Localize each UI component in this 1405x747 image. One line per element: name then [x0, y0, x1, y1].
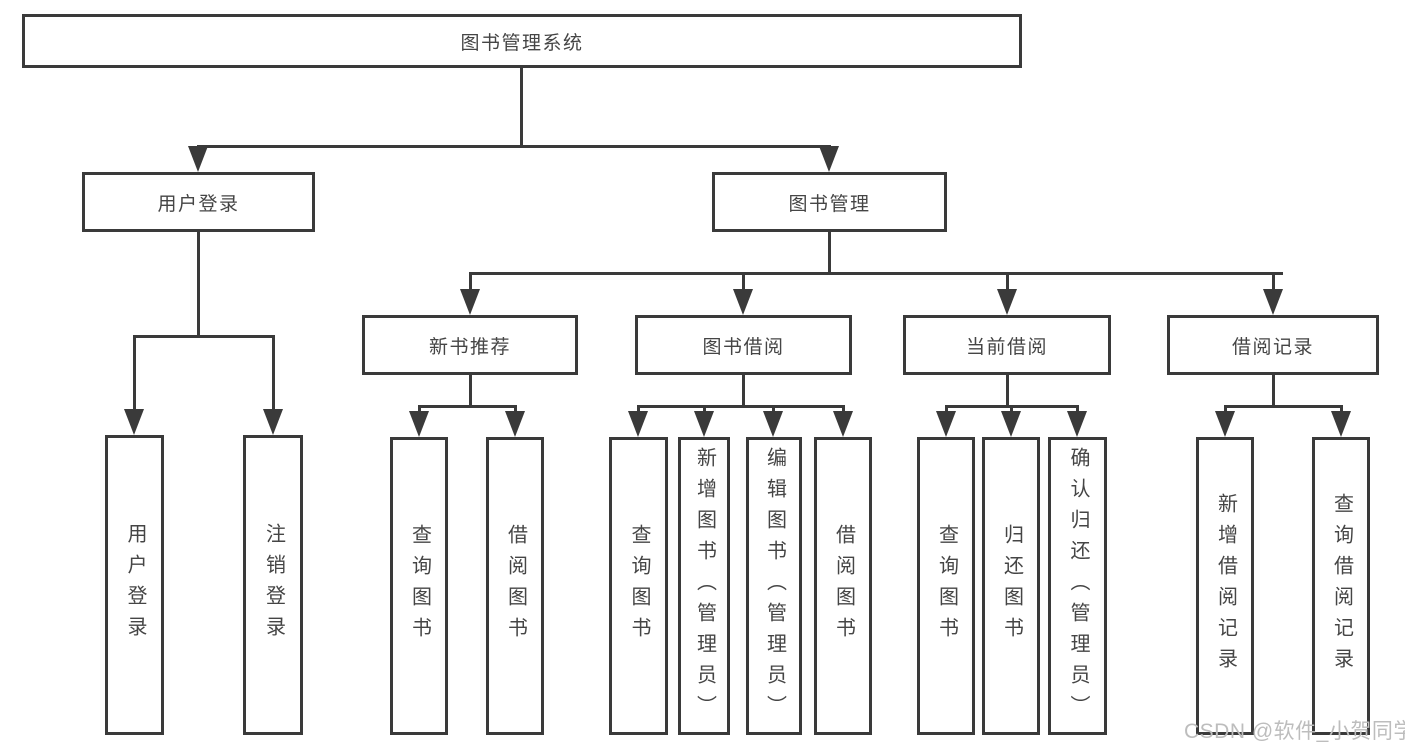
arrowhead-new-books	[460, 289, 480, 315]
arrowhead-user-login	[188, 146, 208, 172]
leaf-nb-borrow-books: 借阅图书	[486, 437, 544, 735]
connector-drop-borrow	[742, 272, 745, 290]
connector-level3-branch	[469, 272, 1283, 275]
connector-drop-leaf-login	[133, 335, 136, 411]
leaf-user-login: 用户登录	[105, 435, 164, 735]
node-new-book-recommend: 新书推荐	[362, 315, 578, 375]
leaf-logout-label: 注销登录	[262, 523, 285, 647]
arrowhead-records	[1263, 289, 1283, 315]
connector-drop-bw-add	[703, 405, 706, 413]
connector-book-mgmt-stem	[828, 232, 831, 272]
node-current-borrow-label: 当前借阅	[965, 336, 1048, 358]
connector-records-branch	[1224, 405, 1343, 408]
arrowhead-borrow	[733, 289, 753, 315]
leaf-bw-add-books-label: 新增图书（管理员）	[693, 446, 716, 726]
node-borrow-records: 借阅记录	[1167, 315, 1379, 375]
leaf-cu-return-books-label: 归还图书	[1000, 524, 1023, 648]
leaf-re-add-record-label: 新增借阅记录	[1214, 493, 1237, 679]
connector-borrow-branch	[637, 405, 845, 408]
leaf-nb-borrow-books-label: 借阅图书	[504, 524, 527, 648]
leaf-nb-query-books: 查询图书	[390, 437, 448, 735]
connector-records-stem	[1272, 375, 1275, 405]
connector-drop-records	[1272, 272, 1275, 290]
watermark: CSDN @软件_小贺同学	[1184, 720, 1405, 743]
leaf-logout: 注销登录	[243, 435, 303, 735]
node-current-borrow: 当前借阅	[903, 315, 1111, 375]
connector-drop-bw-borrow	[842, 405, 845, 413]
arrowhead-cu-confirm	[1067, 411, 1087, 437]
node-new-book-recommend-label: 新书推荐	[428, 336, 511, 358]
leaf-re-add-record: 新增借阅记录	[1196, 437, 1254, 735]
node-library-system: 图书管理系统	[22, 14, 1022, 68]
arrowhead-leaf-logout	[263, 409, 283, 435]
connector-new-books-branch	[418, 405, 517, 408]
connector-drop-cu-return	[1010, 405, 1013, 413]
leaf-cu-confirm-return-label: 确认归还（管理员）	[1067, 446, 1089, 726]
arrowhead-re-add	[1215, 411, 1235, 437]
connector-new-books-stem	[469, 375, 472, 405]
leaf-re-query-record: 查询借阅记录	[1312, 437, 1370, 735]
leaf-bw-add-books: 新增图书（管理员）	[678, 437, 730, 735]
leaf-bw-query-books: 查询图书	[609, 437, 668, 735]
connector-level1-branch	[197, 145, 831, 148]
leaf-cu-query-books: 查询图书	[917, 437, 975, 735]
connector-current-stem	[1006, 375, 1009, 405]
leaf-cu-confirm-return: 确认归还（管理员）	[1048, 437, 1107, 735]
leaf-cu-query-books-label: 查询图书	[935, 524, 958, 648]
connector-drop-bw-query	[637, 405, 640, 413]
leaf-bw-borrow-books: 借阅图书	[814, 437, 872, 735]
node-book-management-label: 图书管理	[788, 193, 871, 215]
node-user-login: 用户登录	[82, 172, 315, 232]
connector-drop-leaf-logout	[272, 335, 275, 411]
arrowhead-bw-borrow	[833, 411, 853, 437]
connector-drop-re-add	[1224, 405, 1227, 413]
node-book-management: 图书管理	[712, 172, 947, 232]
connector-drop-current	[1006, 272, 1009, 290]
connector-drop-new-books	[469, 272, 472, 290]
connector-user-login-branch	[133, 335, 275, 338]
node-user-login-label: 用户登录	[157, 193, 240, 215]
arrowhead-cu-return	[1001, 411, 1021, 437]
leaf-bw-borrow-books-label: 借阅图书	[832, 524, 855, 648]
arrowhead-leaf-login	[124, 409, 144, 435]
leaf-nb-query-books-label: 查询图书	[408, 524, 431, 648]
node-book-borrow: 图书借阅	[635, 315, 852, 375]
node-book-borrow-label: 图书借阅	[702, 336, 785, 358]
arrowhead-nb-borrow	[505, 411, 525, 437]
arrowhead-cu-query	[936, 411, 956, 437]
leaf-user-login-label: 用户登录	[124, 523, 146, 647]
arrowhead-book-mgmt	[819, 146, 839, 172]
arrowhead-bw-add	[694, 411, 714, 437]
connector-root-stem	[520, 68, 523, 145]
connector-borrow-stem	[742, 375, 745, 405]
connector-drop-nb-borrow	[514, 405, 517, 413]
connector-drop-re-query	[1340, 405, 1343, 413]
arrowhead-bw-query	[628, 411, 648, 437]
arrowhead-bw-edit	[763, 411, 783, 437]
leaf-cu-return-books: 归还图书	[982, 437, 1040, 735]
arrowhead-nb-query	[409, 411, 429, 437]
connector-drop-nb-query	[418, 405, 421, 413]
arrowhead-current	[997, 289, 1017, 315]
connector-drop-cu-confirm	[1076, 405, 1079, 413]
connector-drop-cu-query	[945, 405, 948, 413]
arrowhead-re-query	[1331, 411, 1351, 437]
leaf-bw-query-books-label: 查询图书	[628, 524, 650, 648]
connector-drop-bw-edit	[772, 405, 775, 413]
node-borrow-records-label: 借阅记录	[1231, 336, 1314, 358]
leaf-re-query-record-label: 查询借阅记录	[1330, 493, 1353, 679]
leaf-bw-edit-books-label: 编辑图书（管理员）	[763, 446, 786, 726]
leaf-bw-edit-books: 编辑图书（管理员）	[746, 437, 802, 735]
node-library-system-label: 图书管理系统	[460, 32, 584, 54]
connector-user-login-stem	[197, 232, 200, 335]
